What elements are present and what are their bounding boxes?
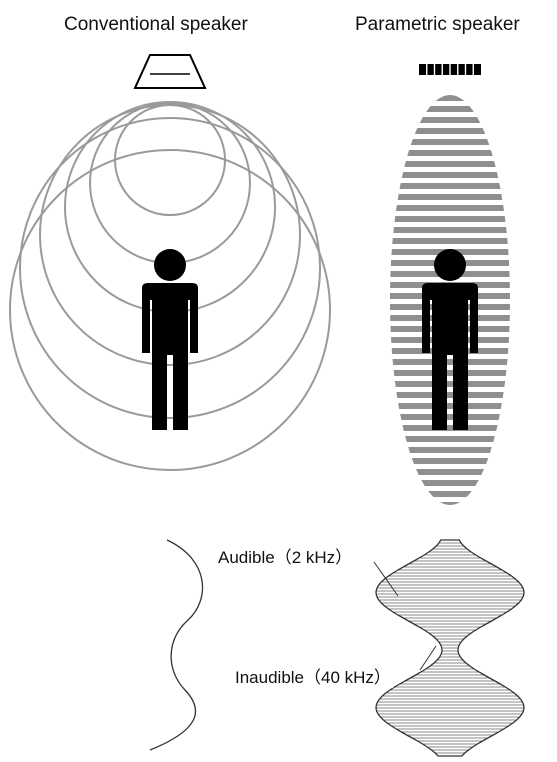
beam-stripe (385, 106, 515, 112)
audible-label: Audible（2 kHz） (216, 543, 354, 568)
parametric-speaker-title: Parametric speaker (355, 14, 520, 36)
beam-stripe (385, 205, 515, 211)
beam-stripe (385, 238, 515, 244)
beam-stripe (385, 458, 515, 464)
beam-stripe (385, 161, 515, 167)
beam-stripe (385, 480, 515, 486)
beam-stripe (385, 194, 515, 200)
wavefront-2 (90, 103, 250, 263)
beam-stripe (385, 403, 515, 409)
beam-stripe (385, 469, 515, 475)
beam-stripe (385, 491, 515, 497)
beam-stripe (385, 227, 515, 233)
beam-stripe (385, 370, 515, 376)
conventional-speaker-icon (135, 55, 205, 88)
beam-stripe (385, 436, 515, 442)
beam-stripe (385, 502, 515, 508)
inaudible-label: Inaudible（40 kHz） (233, 663, 393, 688)
beam-stripe (385, 139, 515, 145)
beam-stripe (385, 359, 515, 365)
person-icon (142, 249, 198, 430)
beam-stripe (385, 128, 515, 134)
beam-stripe (385, 425, 515, 431)
beam-stripe (385, 150, 515, 156)
beam-stripe (385, 414, 515, 420)
wavefront-1 (115, 105, 225, 215)
beam-stripe (385, 172, 515, 178)
beam-stripe (385, 392, 515, 398)
audible-wave (150, 540, 203, 750)
conventional-speaker-title: Conventional speaker (64, 14, 248, 36)
beam-stripe (385, 117, 515, 123)
beam-stripe (385, 381, 515, 387)
modulated-envelope (360, 540, 545, 756)
beam-stripe (385, 447, 515, 453)
beam-stripe (385, 216, 515, 222)
beam-stripe (385, 95, 515, 101)
parametric-speaker-icon (419, 64, 481, 75)
beam-stripe (385, 183, 515, 189)
